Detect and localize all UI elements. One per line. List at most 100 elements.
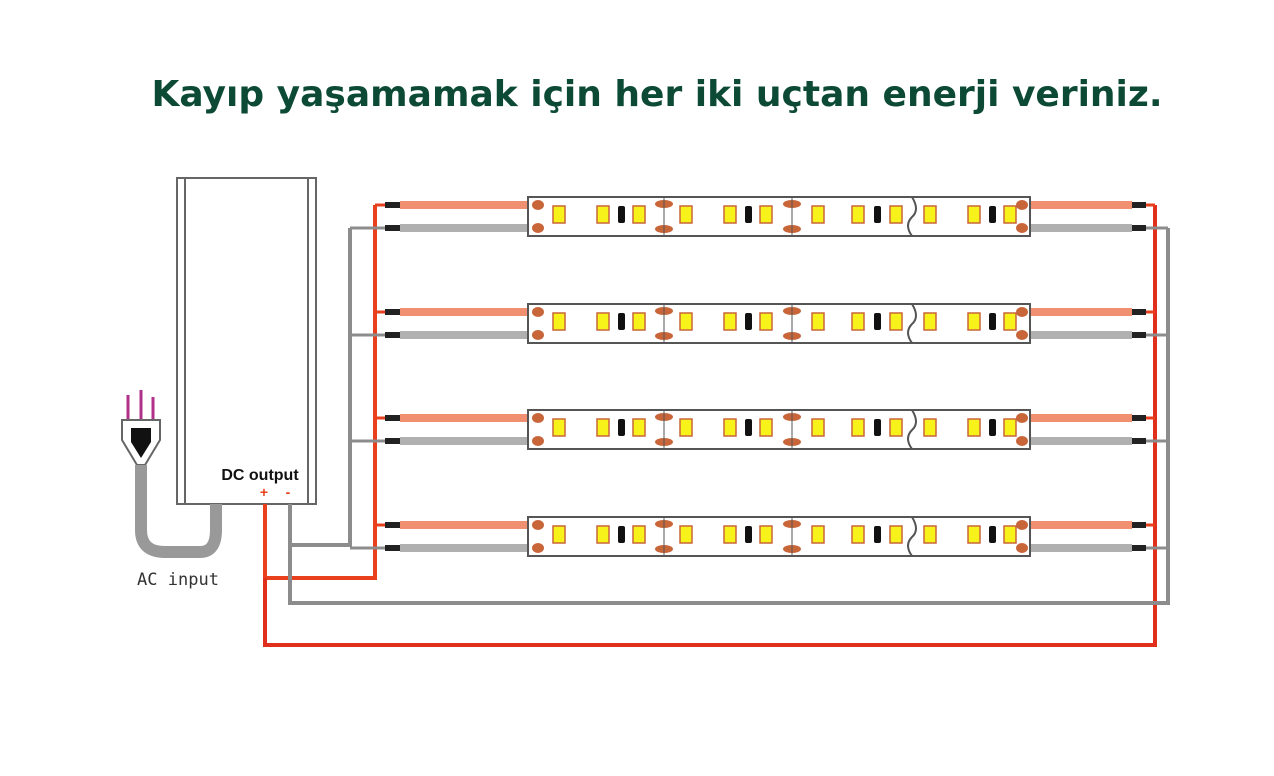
positive-wire-right — [263, 205, 1157, 647]
led-chip — [889, 525, 903, 544]
negative-lead-sleeve — [400, 224, 528, 232]
solder-pad — [532, 543, 544, 553]
solder-pad — [1016, 200, 1028, 210]
resistor — [745, 206, 752, 223]
solder-pad — [532, 520, 544, 530]
led-chip — [759, 205, 773, 224]
solder-pad — [1016, 520, 1028, 530]
led-chip — [851, 205, 865, 224]
led-chip — [679, 525, 693, 544]
led-strip — [350, 409, 1168, 450]
led-chip — [596, 312, 610, 331]
led-chip — [967, 418, 981, 437]
positive-lead-sleeve — [400, 308, 528, 316]
positive-lead-sleeve — [1030, 521, 1132, 529]
negative-lead-sleeve — [400, 437, 528, 445]
led-chip — [967, 205, 981, 224]
resistor — [618, 526, 625, 543]
connector — [385, 545, 400, 551]
led-strip — [350, 303, 1168, 344]
strip-cut-mark — [907, 303, 917, 344]
negative-wire-left — [288, 228, 352, 547]
resistor — [989, 313, 996, 330]
led-chip — [723, 418, 737, 437]
led-chip — [596, 205, 610, 224]
solder-pad — [532, 413, 544, 423]
led-chip — [723, 205, 737, 224]
led-chip — [811, 418, 825, 437]
resistor — [745, 313, 752, 330]
resistor — [745, 526, 752, 543]
connector — [385, 438, 400, 444]
strip-cut-mark — [907, 409, 917, 450]
led-chip — [632, 205, 646, 224]
led-chip — [889, 312, 903, 331]
connector — [1132, 332, 1146, 338]
solder-pad — [1016, 330, 1028, 340]
strip-body — [527, 196, 1031, 237]
connector — [385, 202, 400, 208]
resistor — [745, 419, 752, 436]
led-chip — [811, 525, 825, 544]
page-title: Kayıp yaşamamak için her iki uçtan enerj… — [151, 74, 1163, 115]
solder-pad — [532, 223, 544, 233]
resistor — [874, 206, 881, 223]
connector — [385, 415, 400, 421]
connector — [385, 332, 400, 338]
negative-lead-sleeve — [400, 331, 528, 339]
led-chip — [889, 418, 903, 437]
resistor — [989, 206, 996, 223]
led-chip — [596, 418, 610, 437]
solder-pad — [1016, 543, 1028, 553]
led-chip — [1003, 525, 1017, 544]
led-chip — [1003, 312, 1017, 331]
strip-body — [527, 409, 1031, 450]
led-chip — [967, 525, 981, 544]
led-chip — [923, 418, 937, 437]
led-chip — [759, 312, 773, 331]
led-chip — [1003, 418, 1017, 437]
strip-body — [527, 303, 1031, 344]
plus-label: + — [260, 484, 268, 500]
feed-wires — [263, 205, 1170, 647]
led-strip — [350, 196, 1168, 237]
led-chip — [759, 525, 773, 544]
positive-lead-sleeve — [1030, 201, 1132, 209]
positive-lead-sleeve — [400, 414, 528, 422]
led-chip — [596, 525, 610, 544]
resistor — [618, 419, 625, 436]
led-chip — [1003, 205, 1017, 224]
led-chip — [632, 312, 646, 331]
solder-pad — [532, 436, 544, 446]
led-chip — [552, 312, 566, 331]
positive-lead-sleeve — [1030, 414, 1132, 422]
connector — [1132, 415, 1146, 421]
minus-label: - — [286, 484, 291, 500]
positive-lead-sleeve — [1030, 308, 1132, 316]
resistor — [874, 313, 881, 330]
led-chip — [723, 525, 737, 544]
led-chip — [811, 205, 825, 224]
connector — [1132, 545, 1146, 551]
resistor — [989, 526, 996, 543]
power-supply: DC output + - — [176, 177, 317, 505]
led-chip — [632, 525, 646, 544]
led-chip — [759, 418, 773, 437]
solder-pad — [1016, 307, 1028, 317]
led-chip — [851, 312, 865, 331]
led-chip — [811, 312, 825, 331]
strip-cut-mark — [907, 516, 917, 557]
strip-cut-mark — [907, 196, 917, 237]
negative-wire-right — [288, 228, 1170, 605]
led-chip — [967, 312, 981, 331]
connector — [1132, 309, 1146, 315]
led-chip — [552, 205, 566, 224]
led-chip — [552, 418, 566, 437]
solder-pad — [1016, 413, 1028, 423]
led-chip — [889, 205, 903, 224]
resistor — [618, 313, 625, 330]
solder-pad — [532, 307, 544, 317]
ac-plug: AC input — [121, 390, 222, 590]
